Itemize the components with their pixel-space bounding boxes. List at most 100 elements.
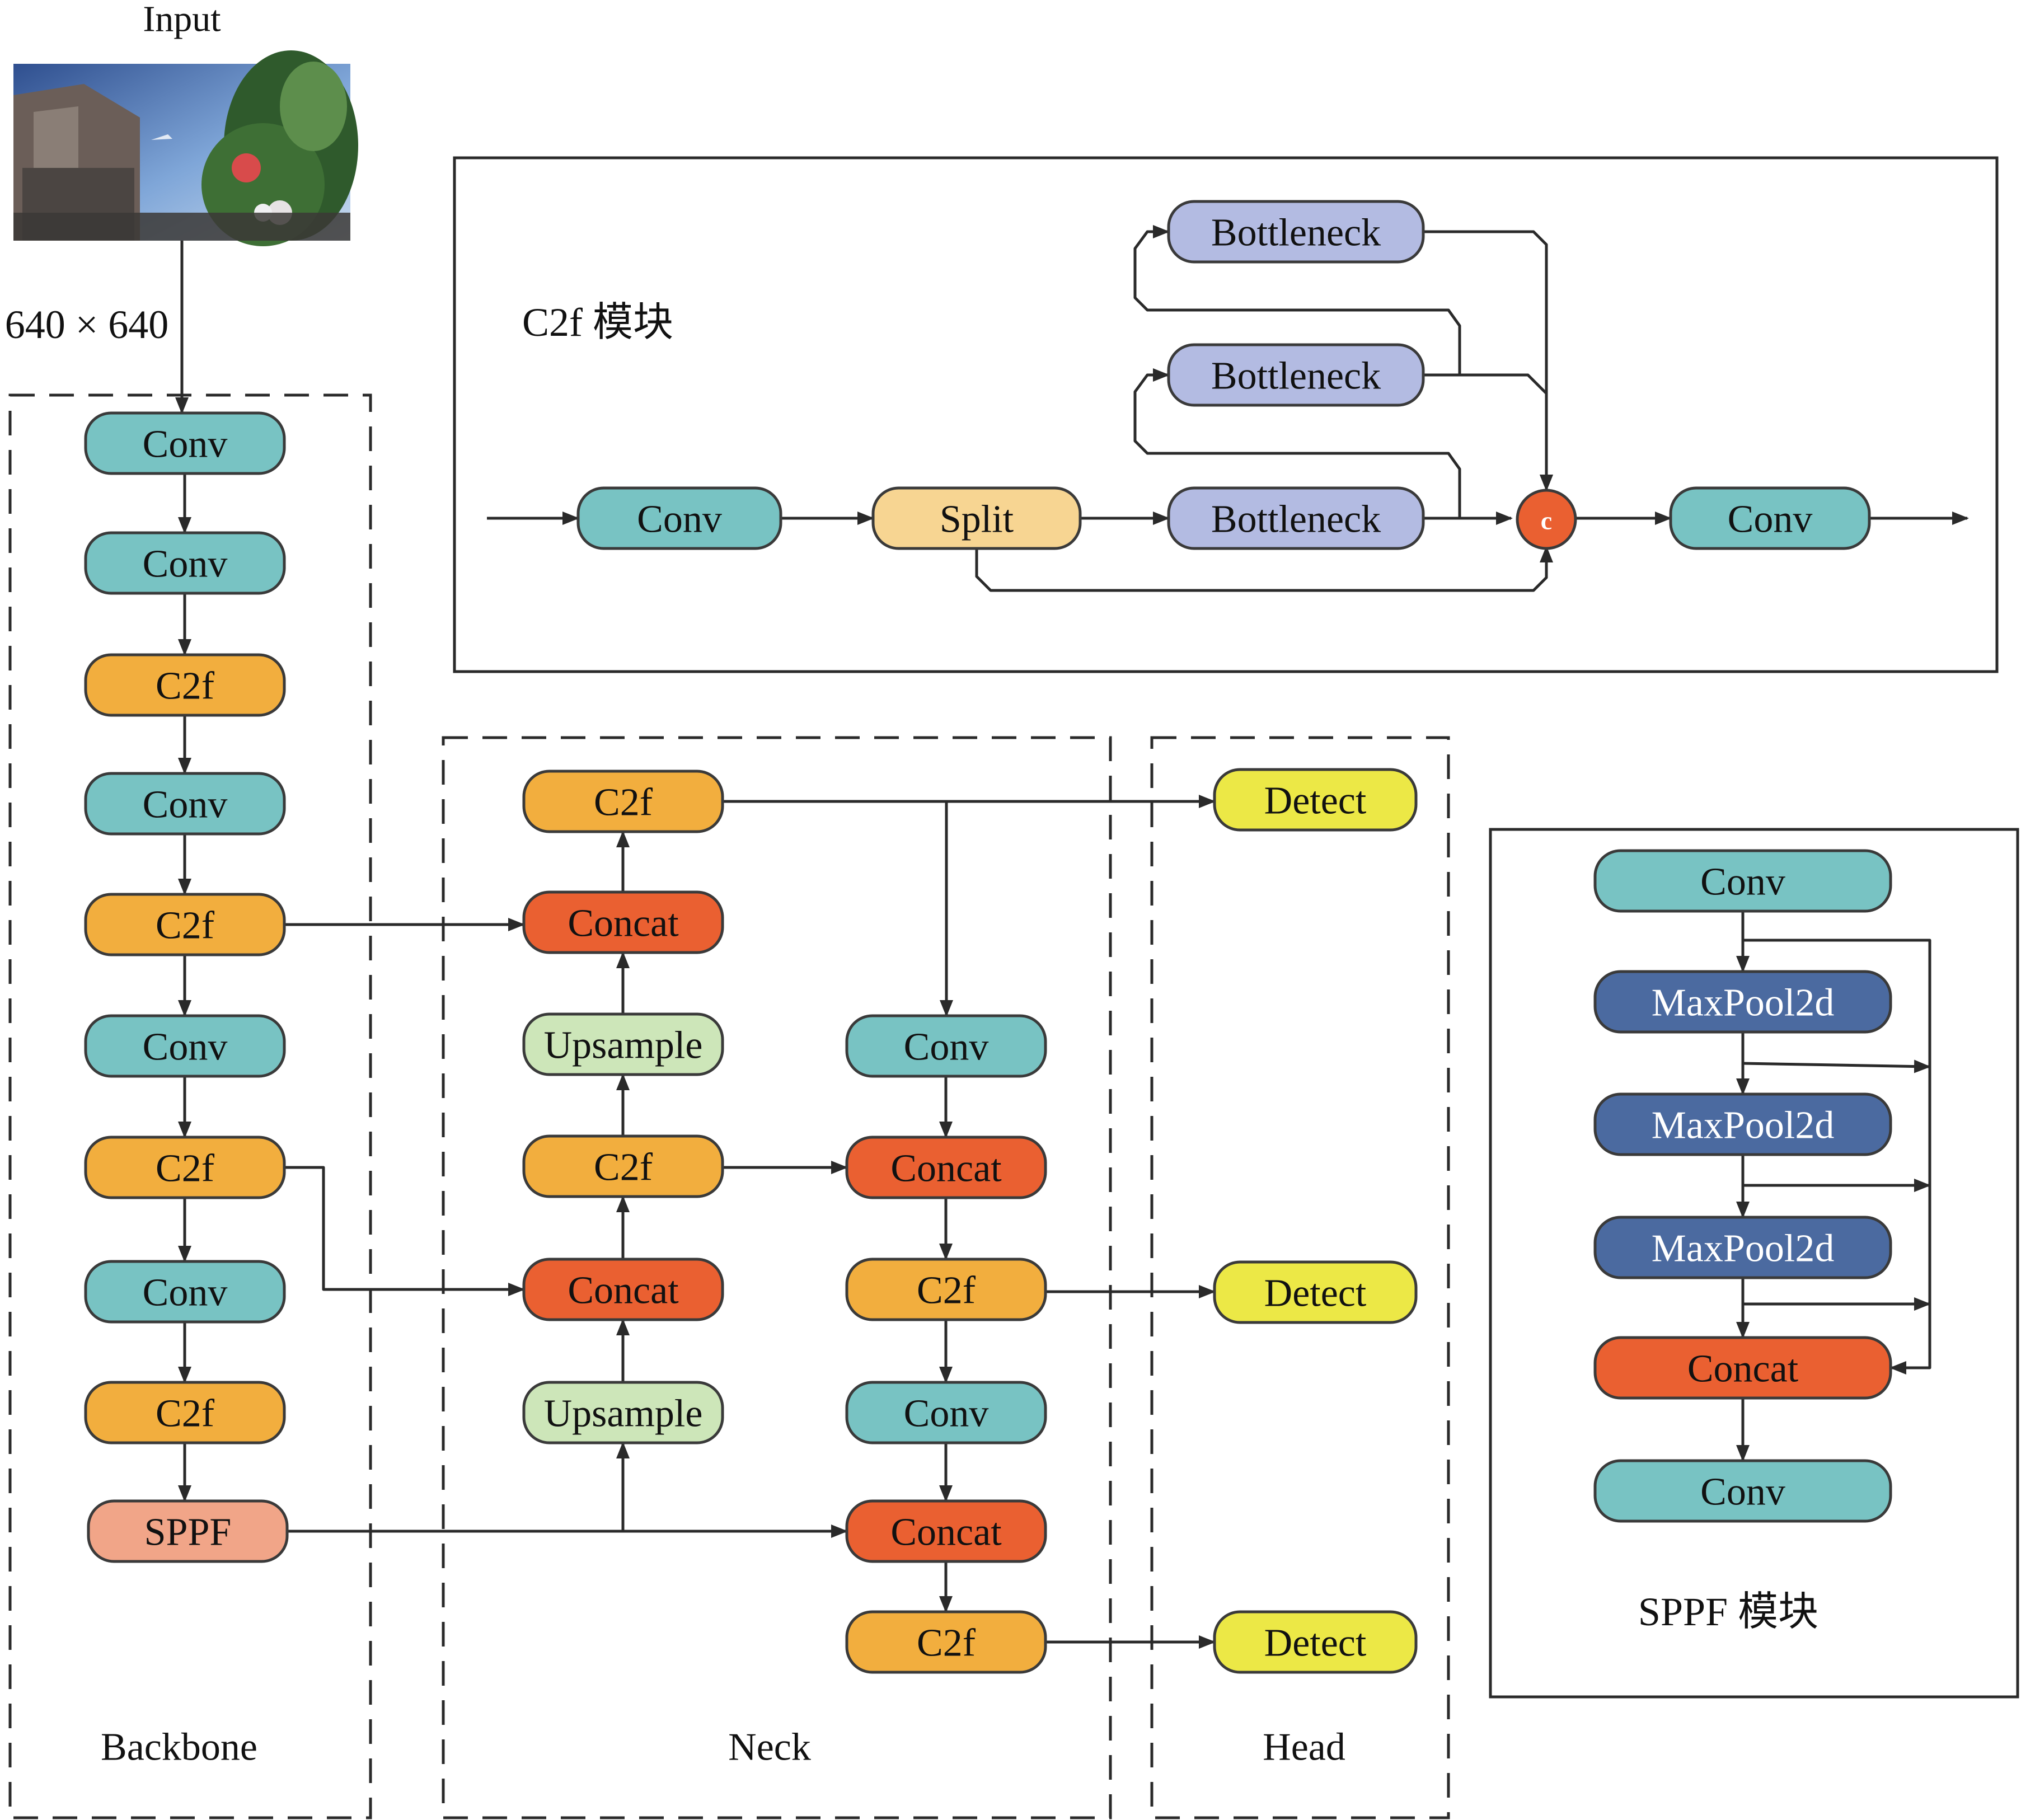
nk-concat-2-shape [522, 1258, 724, 1321]
c2f-module-frame [453, 156, 1999, 673]
nk-conv-2-shape [845, 1381, 1047, 1444]
nk-concat-2-label: Concat [568, 1269, 679, 1312]
nk-concat-3-label: Concat [890, 1147, 1002, 1190]
bb-c2f-3-block: C2f [84, 1136, 286, 1199]
bb-conv-2-label: Conv [143, 543, 228, 586]
bb-conv-5-label: Conv [143, 1272, 228, 1315]
c2f-bottleneck-3-label: Bottleneck [1211, 498, 1381, 541]
bb-c2f-2-label: C2f [156, 904, 215, 947]
blocks: ConvConvC2fConvC2fConvC2fConvC2fSPPFC2fC… [84, 200, 1892, 1674]
nk-upsample-1-label: Upsample [544, 1024, 703, 1067]
nk-c2f-mid-shape [522, 1134, 724, 1198]
bb-conv-5-shape [84, 1260, 286, 1324]
concat-circle-icon: c [1516, 489, 1577, 550]
bb-conv-4-block: Conv [84, 1014, 286, 1078]
bb-conv-1-label: Conv [143, 423, 228, 466]
hd-detect-2-label: Detect [1264, 1272, 1367, 1315]
section-frames [8, 156, 2019, 1819]
text-labels: Input 640 × 640 C2f 模块 Backbone Neck Hea… [5, 0, 1818, 1769]
head-label: Head [1263, 1726, 1345, 1769]
hd-detect-2-shape [1213, 1260, 1418, 1324]
nk-c2f-2-shape [845, 1258, 1047, 1321]
nk-upsample-1-block: Upsample [522, 1012, 724, 1076]
bb-conv-3-block: Conv [84, 772, 286, 836]
nk-concat-4-label: Concat [890, 1511, 1002, 1554]
nk-concat-1-block: Concat [522, 890, 724, 954]
connection-arrow [1423, 230, 1553, 491]
connection-arrow [1743, 939, 1931, 1375]
bb-c2f-2-block: C2f [84, 893, 286, 956]
sppf-maxpool-1-block: MaxPool2d [1593, 970, 1892, 1034]
c2f-conv-out-shape [1669, 486, 1871, 550]
connection-arrow [975, 546, 1553, 592]
nk-concat-2-block: Concat [522, 1258, 724, 1321]
backbone-frame [8, 393, 372, 1819]
sppf-conv-1-shape [1593, 849, 1892, 913]
bb-conv-1-shape [84, 411, 286, 475]
c2f-split-shape [871, 486, 1082, 550]
bb-c2f-2-shape [84, 893, 286, 956]
connection-arrow [284, 1166, 525, 1296]
c2f-conv-in-label: Conv [637, 498, 722, 541]
nk-c2f-2-label: C2f [917, 1269, 976, 1312]
nk-upsample-2-shape [522, 1381, 724, 1444]
connection-arrow [1133, 225, 1461, 377]
sppf-conv-2-label: Conv [1700, 1471, 1785, 1514]
nk-c2f-top-block: C2f [522, 770, 724, 833]
sppf-maxpool-3-label: MaxPool2d [1652, 1227, 1835, 1270]
bb-conv-1-block: Conv [84, 411, 286, 475]
nk-c2f-3-shape [845, 1610, 1047, 1674]
connection-arrow [1133, 368, 1461, 520]
bb-sppf-shape [87, 1499, 289, 1563]
c2f-conv-out-label: Conv [1728, 498, 1813, 541]
c2f-bottleneck-2-shape [1167, 343, 1425, 407]
sppf-conv-1-label: Conv [1700, 861, 1785, 904]
c2f-bottleneck-1-label: Bottleneck [1211, 212, 1381, 255]
nk-c2f-3-label: C2f [917, 1622, 976, 1665]
bb-conv-4-shape [84, 1014, 286, 1078]
c2f-bottleneck-1-block: Bottleneck [1167, 200, 1425, 264]
sppf-maxpool-1-label: MaxPool2d [1652, 982, 1835, 1025]
bb-c2f-4-label: C2f [156, 1392, 215, 1436]
c2f-conv-in-block: Conv [576, 486, 782, 550]
sppf-concat-label: Concat [1687, 1348, 1799, 1391]
hd-detect-3-label: Detect [1264, 1622, 1367, 1665]
nk-conv-1-label: Conv [904, 1026, 989, 1069]
nk-conv-2-block: Conv [845, 1381, 1047, 1444]
connections [175, 225, 1969, 1649]
c2f-bottleneck-2-block: Bottleneck [1167, 343, 1425, 407]
sppf-maxpool-2-label: MaxPool2d [1652, 1104, 1835, 1147]
bb-conv-3-label: Conv [143, 784, 228, 827]
hd-detect-3-shape [1213, 1610, 1418, 1674]
head-frame [1150, 736, 1450, 1819]
bb-c2f-4-shape [84, 1381, 286, 1444]
sppf-conv-2-block: Conv [1593, 1459, 1892, 1523]
bb-conv-2-shape [84, 531, 286, 595]
nk-c2f-mid-block: C2f [522, 1134, 724, 1198]
sppf-conv-2-shape [1593, 1459, 1892, 1523]
sppf-maxpool-2-block: MaxPool2d [1593, 1092, 1892, 1156]
bb-conv-4-label: Conv [143, 1026, 228, 1069]
bb-c2f-3-label: C2f [156, 1147, 215, 1190]
sppf-concat-shape [1593, 1336, 1892, 1400]
nk-conv-2-label: Conv [904, 1392, 989, 1436]
backbone-label: Backbone [101, 1726, 257, 1769]
c2f-bottleneck-2-label: Bottleneck [1211, 355, 1381, 398]
sppf-conv-1-block: Conv [1593, 849, 1892, 913]
nk-concat-4-block: Concat [845, 1499, 1047, 1563]
c2f-bottleneck-1-shape [1167, 200, 1425, 264]
c2f-module-title: C2f 模块 [522, 300, 673, 345]
nk-conv-1-shape [845, 1014, 1047, 1078]
nk-c2f-3-block: C2f [845, 1610, 1047, 1674]
c2f-bottleneck-3-shape [1167, 486, 1425, 550]
bb-c2f-1-label: C2f [156, 665, 215, 708]
nk-conv-1-block: Conv [845, 1014, 1047, 1078]
bb-c2f-1-block: C2f [84, 653, 286, 717]
bb-sppf-block: SPPF [87, 1499, 289, 1563]
c2f-bottleneck-3-block: Bottleneck [1167, 486, 1425, 550]
sppf-maxpool-3-shape [1593, 1216, 1892, 1279]
hd-detect-1-block: Detect [1213, 768, 1418, 832]
bb-c2f-4-block: C2f [84, 1381, 286, 1444]
